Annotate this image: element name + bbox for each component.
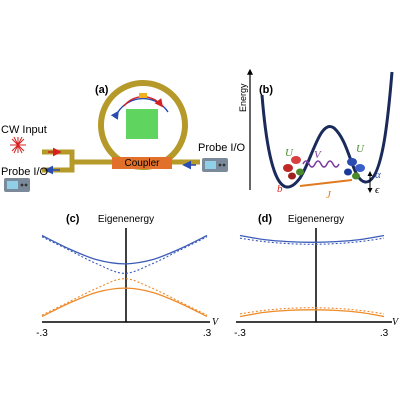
panel-c: (c) Eigenenergy -.3 .3 V (36, 213, 220, 339)
U-right-label: U (356, 143, 365, 155)
coupler-block (112, 157, 172, 169)
panel-b: (b) Energy U U V J b α ϵ (238, 68, 394, 201)
epsilon-label: ϵ (375, 184, 380, 196)
panel-d-lower-dotted-curve (239, 307, 385, 315)
cw-input-label: CW Input (1, 124, 47, 136)
left-well-particles (283, 156, 304, 180)
energy-axis-label: Energy (238, 83, 248, 112)
probe-right-label: Probe I/O (198, 142, 246, 154)
panel-d-xvar: V (392, 317, 400, 328)
panel-d-upper-dotted-curve (239, 237, 385, 245)
panel-c-upper-dotted-curve (41, 236, 208, 274)
panel-c-xvar: V (212, 317, 220, 328)
panel-a-label: (a) (95, 84, 109, 96)
instrument-right-icon (202, 158, 228, 172)
panel-c-title: Eigenenergy (98, 214, 154, 225)
coupler-label: Coupler (124, 158, 160, 169)
V-label: V (314, 149, 322, 161)
circulation-arrow-blue (110, 97, 169, 120)
panel-d-upper-solid-curve (239, 234, 385, 243)
U-left-label: U (285, 147, 294, 159)
panel-d-lower-solid-curve (239, 309, 385, 318)
panel-c-lower-dotted-curve (41, 278, 208, 316)
b-label: b (277, 183, 283, 195)
panel-b-label: (b) (259, 84, 273, 96)
panel-c-label: (c) (66, 213, 80, 225)
panel-a: (a) Coupler CW Input Probe I/O Probe I/O (1, 80, 246, 192)
J-label: J (326, 189, 332, 201)
instrument-left-icon (4, 178, 30, 192)
probe-left-label: Probe I/O (1, 166, 49, 178)
panel-c-upper-solid-curve (41, 234, 208, 265)
tunneling-J-line (299, 179, 353, 187)
mechanical-element (126, 109, 158, 139)
panel-d-plot (239, 234, 385, 318)
panel-d: (d) Eigenenergy -.3 .3 V (234, 213, 400, 339)
right-well-particles (344, 158, 365, 180)
laser-source-icon (10, 136, 26, 154)
panel-c-plot (41, 234, 208, 318)
panel-d-xmin: -.3 (234, 328, 246, 339)
panel-d-title: Eigenenergy (288, 214, 344, 225)
panel-c-xmax: .3 (203, 328, 212, 339)
double-well-potential (260, 71, 394, 189)
interaction-V-wave (302, 160, 340, 168)
panel-d-xmax: .3 (380, 328, 389, 339)
panel-c-xmin: -.3 (36, 328, 48, 339)
resonator-top-mark (139, 93, 147, 98)
alpha-label: α (375, 169, 381, 181)
panel-c-lower-solid-curve (41, 287, 208, 318)
panel-d-label: (d) (258, 213, 272, 225)
